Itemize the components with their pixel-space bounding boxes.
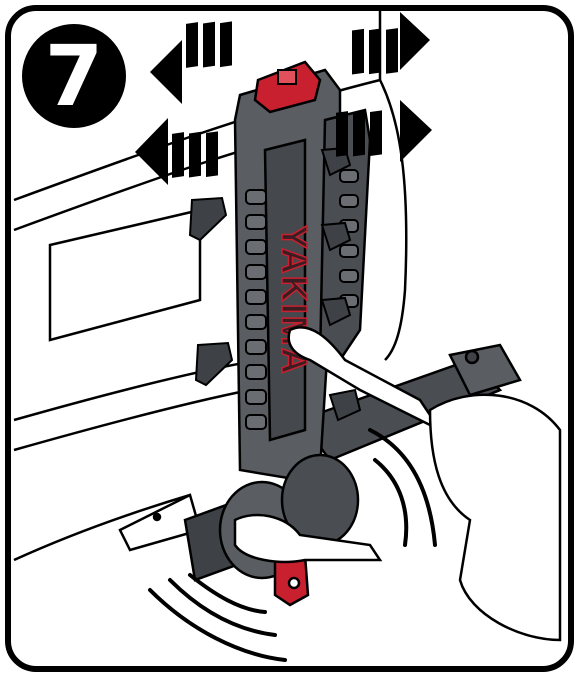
step-number-badge: 7 [22, 24, 126, 128]
